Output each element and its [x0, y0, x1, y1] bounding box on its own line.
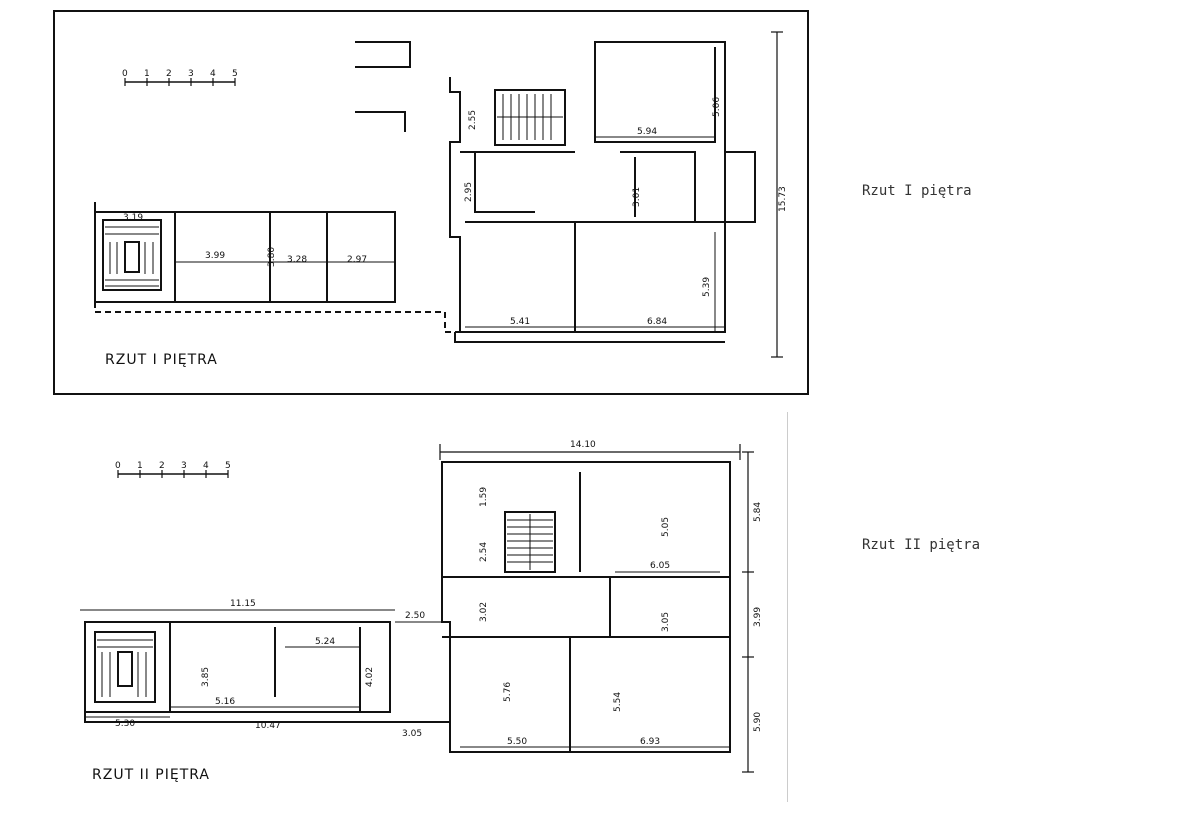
dim2-6-93: 6.93 [640, 737, 660, 747]
dim2-3-05b: 3.05 [402, 729, 422, 739]
dim-3-80: 3.80 [267, 247, 277, 267]
scale2-label-5: 5 [225, 461, 231, 471]
dim2-5-24: 5.24 [315, 637, 335, 647]
dim2-5-05: 5.05 [661, 517, 671, 537]
dim-6-84: 6.84 [647, 317, 667, 327]
first-floor-plan-drawing: 0 1 2 3 4 5 15.73 5.06 5.94 2.55 2.95 3.… [94, 31, 788, 358]
dim2-6-05: 6.05 [650, 561, 670, 571]
dim-5-94: 5.94 [637, 127, 657, 137]
dim-5-06: 5.06 [712, 97, 722, 117]
scale-label-0: 0 [122, 69, 128, 79]
dim-3-28: 3.28 [287, 255, 307, 265]
dim2-5-76: 5.76 [503, 682, 513, 702]
second-floor-caption: Rzut II piętra [862, 537, 981, 553]
dim-3-99: 3.99 [205, 251, 225, 261]
scale-label-2: 2 [166, 69, 172, 79]
dim-5-41: 5.41 [510, 317, 530, 327]
second-floor-plan-panel: 0 1 2 3 4 5 14.10 1.59 5.05 5.84 2.54 6.… [40, 412, 788, 802]
dim-overall-height: 15.73 [778, 186, 788, 212]
dim2-10-47: 10.47 [255, 721, 281, 731]
dim2-5-50: 5.50 [507, 737, 527, 747]
scale-label-1: 1 [144, 69, 150, 79]
dim2-5-90: 5.90 [753, 712, 763, 732]
dim2-14-10: 14.10 [570, 440, 596, 450]
first-floor-handwritten-title: RZUT I PIĘTRA [105, 352, 218, 368]
dim2-1-59: 1.59 [479, 487, 489, 507]
dim2-2-50: 2.50 [405, 611, 425, 621]
scale2-label-1: 1 [137, 461, 143, 471]
scale-label-5: 5 [232, 69, 238, 79]
dim2-11-15: 11.15 [230, 599, 256, 609]
dim2-3-99: 3.99 [753, 607, 763, 627]
second-floor-handwritten-title: RZUT II PIĘTRA [92, 767, 210, 783]
dim2-5-16: 5.16 [215, 697, 235, 707]
dim-2-55: 2.55 [468, 110, 478, 130]
dim2-5-54: 5.54 [613, 692, 623, 712]
scale-label-4: 4 [210, 69, 216, 79]
dim2-3-05: 3.05 [661, 612, 671, 632]
dim2-2-54: 2.54 [479, 542, 489, 562]
second-floor-plan-drawing: 0 1 2 3 4 5 14.10 1.59 5.05 5.84 2.54 6.… [80, 440, 763, 773]
dim2-4-02: 4.02 [365, 667, 375, 687]
dim2-5-30: 5.30 [115, 719, 135, 729]
scale-label-3: 3 [188, 69, 194, 79]
dim-5-39: 5.39 [702, 277, 712, 297]
first-floor-caption: Rzut I piętra [862, 183, 972, 199]
dim-3-01: 3.01 [632, 187, 642, 207]
scale2-label-3: 3 [181, 461, 187, 471]
dim2-5-84: 5.84 [753, 502, 763, 522]
scale2-label-0: 0 [115, 461, 121, 471]
dim-2-97: 2.97 [347, 255, 367, 265]
first-floor-plan-panel: 0 1 2 3 4 5 15.73 5.06 5.94 2.55 2.95 3.… [53, 10, 809, 395]
scale2-label-4: 4 [203, 461, 209, 471]
dim2-3-85: 3.85 [201, 667, 211, 687]
dim-3-19: 3.19 [123, 213, 143, 223]
dim-2-95: 2.95 [464, 182, 474, 202]
dim2-3-02: 3.02 [479, 602, 489, 622]
scale2-label-2: 2 [159, 461, 165, 471]
